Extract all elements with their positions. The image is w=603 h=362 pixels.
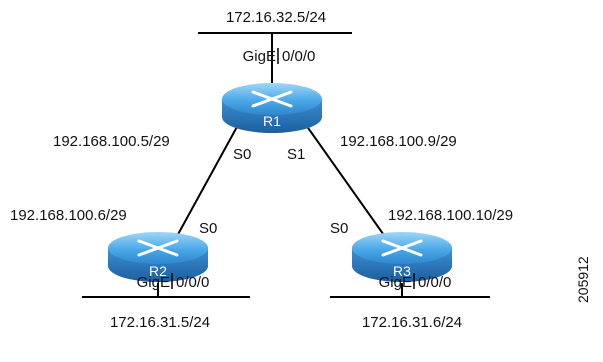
r1-s1-label: S1 (287, 146, 305, 163)
router-r3-arrows-icon (381, 239, 423, 257)
r2-s0-ip: 192.168.100.6/29 (10, 207, 127, 224)
r2-lan-port: 0/0/0 (176, 274, 209, 291)
r1-s0-label: S0 (233, 146, 251, 163)
r1-lan-interface: GigE (243, 48, 276, 65)
r3-lan-port: 0/0/0 (418, 274, 451, 291)
r2-lan-ip: 172.16.31.5/24 (110, 314, 210, 331)
r2-lan-interface: GigE (137, 274, 170, 291)
router-r1-arrows-icon (251, 90, 293, 108)
r3-s0-ip: 192.168.100.10/29 (388, 207, 513, 224)
router-r1: R1 (222, 83, 322, 133)
r1-s0-ip: 192.168.100.5/29 (53, 133, 170, 150)
r1-lan-port: 0/0/0 (282, 48, 315, 65)
r1-s1-ip: 192.168.100.9/29 (340, 133, 457, 150)
r3-lan-ip: 172.16.31.6/24 (362, 314, 462, 331)
router-r2: R2 (108, 232, 208, 282)
router-r2-arrows-icon (137, 239, 179, 257)
serial-link-r1-r3 (305, 124, 387, 239)
r1-lan-ip: 172.16.32.5/24 (226, 9, 326, 26)
router-r2-label: R2 (149, 263, 167, 279)
router-r1-label: R1 (263, 113, 281, 129)
figure-id: 205912 (575, 256, 591, 303)
router-r3: R3 (352, 232, 452, 282)
router-r3-label: R3 (393, 263, 411, 279)
r3-s0-label: S0 (330, 220, 348, 237)
r2-s0-label: S0 (199, 220, 217, 237)
r3-lan-interface: GigE (379, 274, 412, 291)
serial-link-r1-r2 (175, 124, 239, 239)
